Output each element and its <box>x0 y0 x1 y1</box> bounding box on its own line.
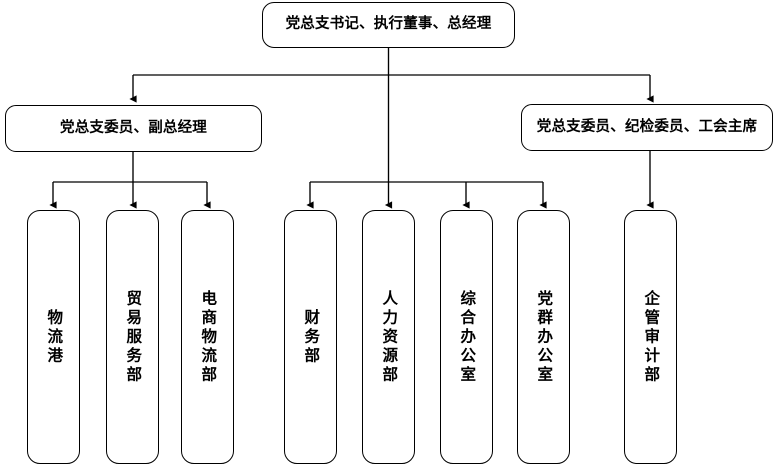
node-label: 财务部 <box>302 308 321 366</box>
node-dept-logistics-port[interactable]: 物流港 <box>27 210 80 464</box>
node-label: 党总支委员、纪检委员、工会主席 <box>536 118 758 135</box>
node-label: 党总支书记、执行董事、总经理 <box>285 16 492 33</box>
node-dept-enterprise-audit[interactable]: 企管审计部 <box>624 210 677 464</box>
node-label: 人力资源部 <box>380 289 399 385</box>
node-dept-general-office[interactable]: 综合办公室 <box>440 210 493 464</box>
node-label: 物流港 <box>45 308 64 366</box>
node-dept-finance[interactable]: 财务部 <box>284 210 337 464</box>
node-label: 综合办公室 <box>458 289 477 385</box>
node-label: 党总支委员、副总经理 <box>60 119 207 136</box>
node-level2-deputy-manager[interactable]: 党总支委员、副总经理 <box>5 105 262 152</box>
node-label: 贸易服务部 <box>124 289 143 385</box>
node-level1-party-secretary[interactable]: 党总支书记、执行董事、总经理 <box>262 2 515 48</box>
node-label: 党群办公室 <box>535 289 554 385</box>
node-dept-human-resources[interactable]: 人力资源部 <box>362 210 415 464</box>
node-dept-party-mass-office[interactable]: 党群办公室 <box>517 210 570 464</box>
node-dept-trade-service[interactable]: 贸易服务部 <box>106 210 159 464</box>
node-label: 电商物流部 <box>199 289 218 385</box>
node-level2-discipline-union-chair[interactable]: 党总支委员、纪检委员、工会主席 <box>521 104 773 151</box>
node-label: 企管审计部 <box>642 289 661 385</box>
node-dept-ecommerce-logistics[interactable]: 电商物流部 <box>181 210 234 464</box>
